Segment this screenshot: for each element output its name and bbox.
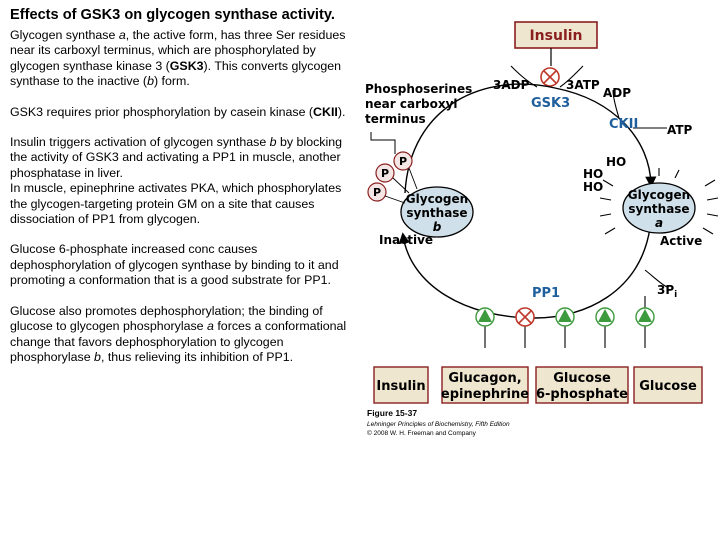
ckii-adp-curve [612,89,620,119]
insulin-top-box: Insulin [514,21,598,49]
text-segment: ) form. [153,74,190,89]
text-segment: b [147,74,154,89]
text-segment: , the active form, has three Ser residue… [10,28,346,73]
text-segment: , thus relieving its inhibition of PP1. [100,349,294,364]
caption-book: Lehninger Principles of Biochemistry, Fi… [367,421,510,428]
text-segment: Glucose also promotes dephosphorylation;… [10,303,323,334]
glycogen-synthase-b: Glycogen synthase b [400,186,474,238]
glucose-activates-pp1-icon [595,307,615,327]
text-column: Effects of GSK3 on glycogen synthase act… [10,6,348,380]
insulin-box: Insulin [373,366,429,404]
paragraph-line: Glycogen synthase a, the active form, ha… [10,28,348,90]
paragraph-2: GSK3 requires prior phosphorylation by c… [10,105,348,120]
phosphoserines-label: Phosphoserines near carboxyl terminus [365,82,472,126]
text-segment: GSK3 requires prior phosphorylation by c… [10,104,314,119]
svg-text:epinephrine: epinephrine [441,387,529,402]
g6p-activates-pp1-icon [555,307,575,327]
ckii-label: CKII [609,117,638,132]
text-segment: b [269,135,277,150]
text-segment: b [94,349,101,364]
text-segment: CKII [313,104,338,119]
glycogen-synthase-a-glow [599,168,719,235]
phosphate-group-1: P [367,182,387,202]
svg-text:near carboxyl: near carboxyl [365,97,458,111]
svg-text:P: P [399,155,407,168]
adp3-label: 3ADP [493,78,530,92]
svg-text:synthase: synthase [628,202,689,216]
adp-label: ADP [603,86,631,100]
figure-caption: Figure 15-37 Lehninger Principles of Bio… [367,408,510,437]
svg-text:Glucose: Glucose [639,379,697,394]
inactive-label: Inactive [379,233,433,247]
svg-text:Glycogen: Glycogen [406,192,468,206]
svg-text:6-phosphate: 6-phosphate [536,387,628,402]
text-segment: a [118,28,126,42]
ho-label-2: HO [583,167,603,181]
ho-label-1: HO [606,155,626,169]
caption-number: Figure 15-37 [367,408,417,418]
text-segment: by blocking the activity of GSK3 and act… [10,135,343,180]
text-segment: Glycogen synthase [10,28,119,42]
svg-text:b: b [433,220,442,234]
paragraph-4: Glucose 6-phosphate increased conc cause… [10,242,348,288]
phosphate-group-3: P [393,151,413,171]
paragraph-line: Glucose 6-phosphate increased conc cause… [10,242,348,288]
svg-text:P: P [381,167,389,180]
svg-text:Phosphoserines: Phosphoserines [365,82,472,96]
glucose-6-phosphate-box: Glucose 6-phosphate [535,366,629,404]
svg-text:Glycogen: Glycogen [628,188,690,202]
gsk3-adp-curve [510,65,538,88]
svg-text:terminus: terminus [365,112,426,126]
glucagon-epinephrine-box: Glucagon, epinephrine [441,366,529,404]
body-paragraphs: Glycogen synthase a, the active form, ha… [10,28,348,365]
pi-release-curve [644,269,668,288]
svg-text:Glucose: Glucose [553,371,611,386]
paragraph-1: Glycogen synthase a, the active form, ha… [10,28,348,90]
text-segment: ). [337,104,346,119]
pi-label: 3Pi [657,283,677,300]
text-segment: In muscle, epinephrine activates PKA, wh… [10,181,342,227]
caption-copyright: © 2008 W. H. Freeman and Company [367,429,477,437]
svg-text:a: a [655,216,663,230]
insulin-activates-pp1-icon [475,307,495,327]
paragraph-line: Insulin triggers activation of glycogen … [10,135,348,181]
glycogen-synthase-regulation-figure: Insulin 3ADP 3ATP GSK3 ADP CKII ATP Phos… [355,0,720,540]
svg-text:synthase: synthase [406,206,467,220]
paragraph-line: Glucose also promotes dephosphorylation;… [10,304,348,366]
paragraph-3: Insulin triggers activation of glycogen … [10,135,348,227]
p-link-2 [392,177,410,194]
phosphorylation-arc [404,83,657,194]
active-label: Active [660,234,702,248]
gsk3-atp-curve [559,65,584,88]
pi-activates-icon [635,307,655,327]
gsk3-label: GSK3 [531,96,570,111]
glucagon-inhibits-pp1-icon [515,307,535,327]
svg-text:Insulin: Insulin [376,379,425,394]
svg-text:P: P [373,186,381,199]
text-segment: GSK3 [169,58,204,73]
ho-label-3: HO [583,180,603,194]
text-segment: a [207,319,214,334]
text-segment: ). This converts glycogen synthase to th… [10,58,342,89]
text-segment: forces a conformational change that favo… [10,319,347,364]
svg-text:Glucagon,: Glucagon, [448,371,521,386]
text-segment: Insulin triggers activation of glycogen … [10,135,270,150]
glycogen-synthase-a: Glycogen synthase a [622,182,696,234]
p-link-3 [408,167,418,190]
atp3-label: 3ATP [566,78,600,92]
pp1-label: PP1 [532,286,560,301]
atp-label: ATP [667,123,693,137]
paragraph-line: GSK3 requires prior phosphorylation by c… [10,105,348,120]
glucose-box: Glucose [633,366,703,404]
text-segment: Glucose 6-phosphate increased conc cause… [10,242,339,288]
dephosphorylation-arc [398,227,651,319]
slide-title: Effects of GSK3 on glycogen synthase act… [10,7,335,23]
insulin-top-label: Insulin [529,28,582,44]
paragraph-line: In muscle, epinephrine activates PKA, wh… [10,181,348,227]
p-link-1 [384,195,406,204]
phosphoserines-bracket [370,132,396,154]
phosphate-group-2: P [375,163,395,183]
paragraph-5: Glucose also promotes dephosphorylation;… [10,304,348,366]
gsk3-inhibited-icon [540,67,560,87]
